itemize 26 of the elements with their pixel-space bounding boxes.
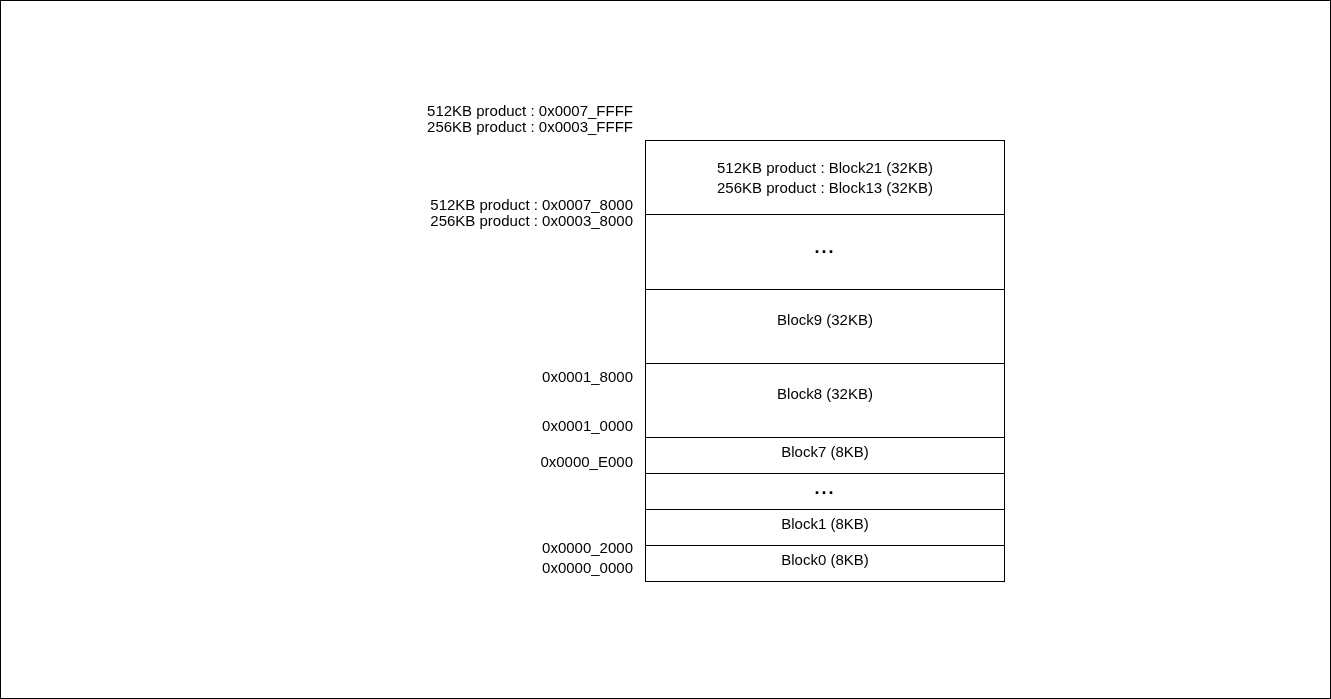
address-label: 512KB product : 0x0007_FFFF: [427, 103, 633, 119]
memory-block: [645, 545, 1005, 582]
address-label: 0x0000_E000: [540, 454, 633, 470]
memory-block: [645, 214, 1005, 290]
address-label: 0x0000_2000: [542, 540, 633, 556]
block-label: Block7 (8KB): [781, 442, 869, 462]
ellipsis-mark: ...: [814, 237, 836, 257]
block-label: Block0 (8KB): [781, 550, 869, 570]
address-label: 256KB product : 0x0003_8000: [430, 213, 633, 229]
address-label: 512KB product : 0x0007_8000: [430, 197, 633, 213]
block-label: Block9 (32KB): [777, 310, 873, 330]
memory-block: [645, 509, 1005, 546]
address-label: 256KB product : 0x0003_FFFF: [427, 119, 633, 135]
address-label: 0x0001_8000: [542, 369, 633, 385]
block-label: 512KB product : Block21 (32KB): [717, 157, 933, 178]
block-label: 256KB product : Block13 (32KB): [717, 177, 933, 198]
memory-block: [645, 473, 1005, 510]
address-label: 0x0000_0000: [542, 560, 633, 576]
ellipsis-mark: ...: [814, 478, 836, 498]
block-label: Block8 (32KB): [777, 384, 873, 404]
block-label: Block1 (8KB): [781, 514, 869, 534]
memory-block: [645, 437, 1005, 474]
memory-block: [645, 363, 1005, 438]
address-label: 0x0001_0000: [542, 418, 633, 434]
memory-block: [645, 289, 1005, 364]
memory-block: [645, 140, 1005, 215]
